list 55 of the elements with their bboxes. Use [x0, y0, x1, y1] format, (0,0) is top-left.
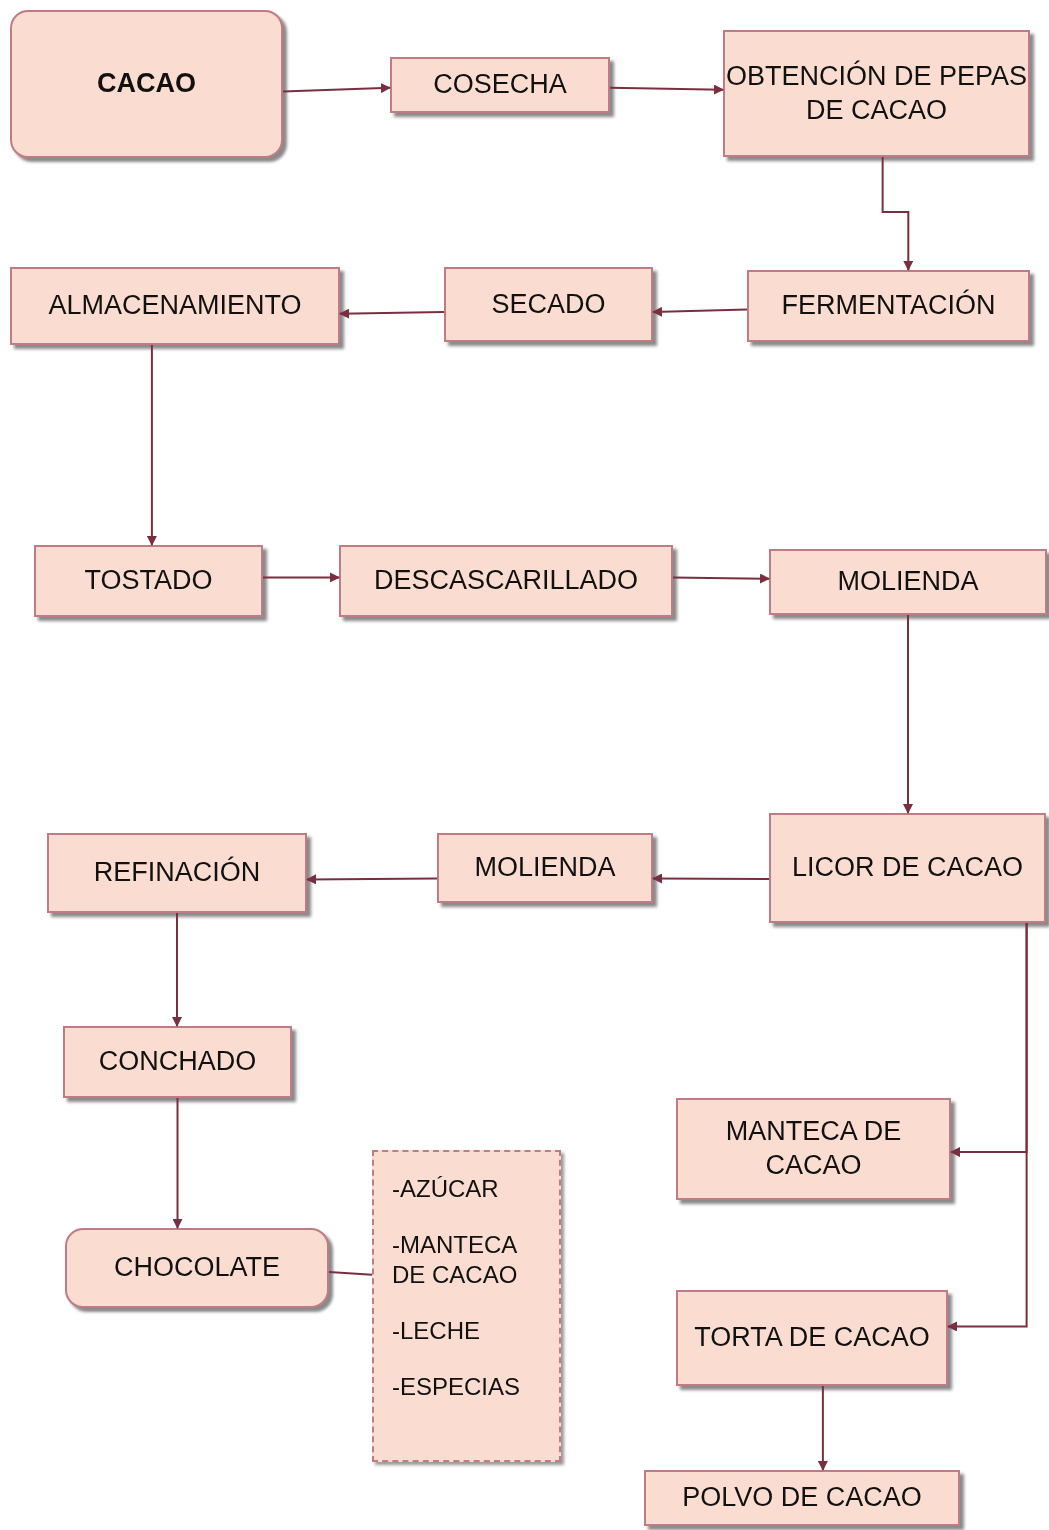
arrow [672, 573, 770, 584]
process-box [747, 270, 1030, 342]
node-label: MOLIENDA [474, 851, 616, 885]
arrow [652, 873, 770, 884]
note-box [372, 1150, 561, 1462]
process-box [34, 545, 263, 617]
process-box [437, 833, 653, 903]
process-box [644, 1470, 960, 1526]
process-box [769, 549, 1047, 615]
node-label: MANTECA DE CACAO [724, 1115, 903, 1182]
arrow [306, 874, 438, 885]
node-label: LICOR DE CACAO [791, 851, 1023, 885]
arrow [817, 1385, 828, 1471]
ingredient-text: -LECHE [392, 1316, 481, 1346]
node-label: ALMACENAMIENTO [48, 289, 302, 323]
node-label: MOLIENDA [837, 565, 979, 599]
node-label: OBTENCIÓN DE PEPAS DE CACAO [725, 59, 1028, 127]
process-box [444, 267, 653, 342]
arrow [172, 1097, 183, 1229]
process-box [723, 30, 1030, 157]
node-label: TORTA DE CACAO [694, 1321, 930, 1355]
arrow [609, 84, 724, 95]
process-box [339, 545, 673, 617]
arrow [262, 572, 340, 583]
process-box [769, 813, 1046, 923]
process-box [390, 57, 610, 113]
rounded-process-box [65, 1228, 329, 1308]
node-label: SECADO [491, 287, 606, 321]
ingredient-text: -ESPECIAS [392, 1372, 521, 1402]
arrow [146, 344, 157, 546]
connector-line [328, 1271, 373, 1276]
node-label: CONCHADO [98, 1045, 257, 1079]
process-box [47, 833, 307, 913]
node-label: POLVO DE CACAO [682, 1481, 922, 1515]
arrow [881, 156, 914, 271]
process-box [63, 1026, 292, 1098]
rounded-process-box [10, 10, 283, 158]
process-box [676, 1290, 948, 1386]
arrow [172, 912, 182, 1027]
process-box [676, 1098, 951, 1200]
arrow [652, 306, 748, 317]
node-label: REFINACIÓN [93, 856, 261, 890]
process-box [10, 267, 340, 345]
node-label: CHOCOLATE [114, 1251, 280, 1285]
arrow [282, 83, 391, 94]
arrow [339, 308, 445, 319]
node-label: TOSTADO [84, 564, 213, 598]
node-label: COSECHA [433, 68, 567, 102]
arrow [903, 614, 913, 814]
arrow [947, 922, 1028, 1332]
node-label: FERMENTACIÓN [781, 289, 996, 323]
ingredient-text: -AZÚCAR [392, 1174, 499, 1204]
ingredient-text: -MANTECA DE CACAO [392, 1230, 519, 1290]
node-label: CACAO [97, 67, 196, 101]
node-label: DESCASCARILLADO [373, 564, 639, 598]
